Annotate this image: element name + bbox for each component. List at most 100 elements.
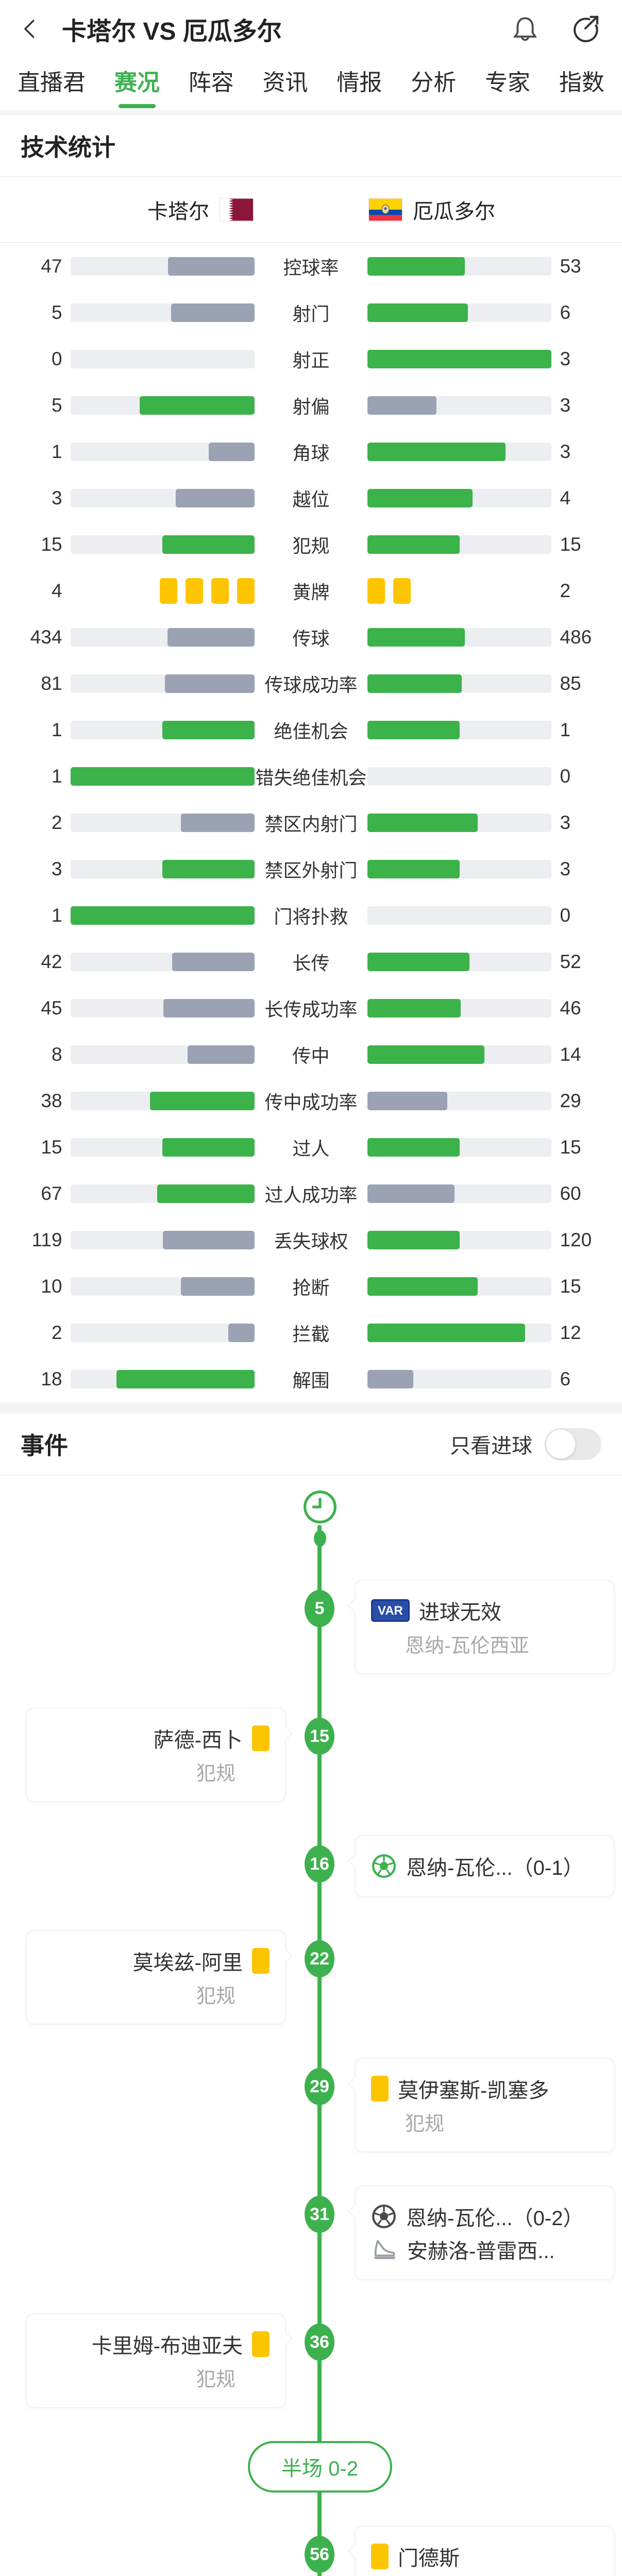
stat-row: 81 传球成功率 85 [0, 660, 622, 707]
away-value: 46 [560, 997, 581, 1019]
yellow-card-icon [371, 2076, 389, 2102]
event-card: 萨德-西卜犯规 [26, 1707, 286, 1802]
stat-row: 45 长传成功率 46 [0, 985, 622, 1031]
event-line: 犯规 [42, 1977, 270, 2010]
away-value: 15 [560, 1137, 581, 1158]
tab-item[interactable]: 指数 [559, 70, 604, 95]
kickoff-marker [9, 1489, 622, 1525]
away-value: 53 [560, 256, 581, 277]
tab-item[interactable]: 赛况 [112, 59, 162, 109]
away-value: 12 [560, 1322, 581, 1343]
away-value: 0 [560, 766, 571, 787]
stat-row: 10 抢断 15 [0, 1263, 622, 1310]
event-minute: 5 [305, 1590, 334, 1627]
stat-row: 15 犯规 15 [0, 521, 622, 568]
event-line: 莫伊塞斯-凯塞多 [371, 2072, 598, 2105]
event-card: 门德斯犯规 [355, 2526, 615, 2576]
event-line: 恩纳-瓦伦西亚 [371, 1627, 598, 1660]
event-line: 萨德-西卜 [42, 1722, 270, 1755]
yellow-card-icon [252, 1725, 270, 1751]
stat-row: 18 解围 6 [0, 1356, 622, 1402]
stat-row: 434 传球 486 [0, 614, 622, 660]
event-text: 恩纳-瓦伦...（0-2） [406, 2207, 584, 2230]
yellow-card-icon [160, 578, 177, 604]
tab-item[interactable]: 阵容 [188, 70, 234, 95]
home-value: 42 [41, 951, 62, 972]
away-bar [367, 1277, 552, 1296]
away-value: 120 [560, 1229, 592, 1250]
event-minute: 16 [305, 1845, 334, 1883]
away-bar [367, 257, 552, 276]
home-value: 67 [41, 1183, 62, 1204]
stat-row: 1 门将扑救 0 [0, 892, 622, 939]
event-item: 56 门德斯犯规 [0, 2526, 622, 2576]
event-minute: 36 [305, 2324, 334, 2361]
stat-row: 15 过人 15 [0, 1124, 622, 1171]
ecuador-flag-icon [368, 198, 402, 222]
home-bar [70, 350, 255, 368]
event-minute: 31 [305, 2196, 334, 2233]
tab-item[interactable]: 资讯 [262, 70, 308, 95]
event-minute: 29 [305, 2068, 334, 2105]
goals-only-toggle[interactable] [545, 1428, 601, 1460]
home-value: 15 [41, 534, 62, 555]
away-value: 0 [560, 905, 571, 926]
stat-label: 长传 [292, 953, 330, 974]
event-text: 恩纳-瓦伦...（0-1） [406, 1857, 584, 1879]
events-section-header: 事件 只看进球 [0, 1414, 622, 1475]
events-section-title: 事件 [21, 1432, 68, 1459]
event-line: 犯规 [371, 2105, 598, 2138]
yellow-card-icon [186, 578, 203, 604]
home-bar [70, 953, 255, 971]
back-icon[interactable] [19, 14, 47, 43]
event-text: 卡里姆-布迪亚夫 [91, 2335, 243, 2358]
tab-item[interactable]: 直播君 [18, 70, 86, 95]
away-bar [367, 1045, 552, 1064]
event-card: 卡里姆-布迪亚夫犯规 [26, 2313, 286, 2408]
stat-label: 抢断 [292, 1277, 330, 1298]
event-line: 门德斯 [371, 2540, 598, 2573]
home-bar [70, 489, 255, 507]
stats-section-title: 技术统计 [21, 134, 115, 161]
stat-label: 禁区外射门 [264, 860, 358, 881]
home-bar [70, 999, 255, 1018]
home-value: 119 [31, 1229, 62, 1250]
home-value: 10 [41, 1276, 62, 1297]
event-item: 22 莫埃兹-阿里犯规 [0, 1930, 622, 2025]
away-bar [367, 767, 552, 786]
event-text: 犯规 [405, 2113, 445, 2135]
stat-label: 解围 [292, 1370, 330, 1391]
share-icon[interactable] [568, 12, 601, 45]
away-bar [367, 674, 552, 693]
home-bar [70, 906, 255, 925]
away-value: 3 [560, 812, 571, 833]
goals-only-label: 只看进球 [450, 1435, 532, 1458]
away-value: 2 [560, 580, 571, 601]
away-value: 85 [560, 673, 581, 694]
away-bar [367, 1324, 552, 1342]
event-line: 犯规 [371, 2573, 598, 2576]
home-value: 3 [51, 858, 62, 879]
home-value: 47 [41, 256, 62, 277]
away-value: 486 [560, 626, 592, 648]
home-value: 18 [41, 1368, 62, 1389]
tab-item[interactable]: 情报 [337, 70, 382, 95]
stat-row: 67 过人成功率 60 [0, 1171, 622, 1217]
tab-item[interactable]: 专家 [485, 70, 531, 95]
away-value: 52 [560, 951, 581, 972]
event-text: 莫伊塞斯-凯塞多 [398, 2079, 549, 2102]
stat-row: 5 射偏 3 [0, 382, 622, 429]
home-value: 0 [51, 348, 62, 369]
toggle-knob [546, 1429, 576, 1459]
home-value: 1 [51, 441, 62, 462]
event-text: 恩纳-瓦伦西亚 [405, 1635, 529, 1657]
stat-row: 1 错失绝佳机会 0 [0, 753, 622, 800]
event-card: 恩纳-瓦伦...（0-1） [355, 1835, 615, 1897]
home-bar [70, 674, 255, 693]
yellow-card-icon [252, 2331, 270, 2357]
tab-item[interactable]: 分析 [411, 70, 457, 95]
bell-icon[interactable] [509, 12, 542, 45]
away-value: 3 [560, 395, 571, 416]
